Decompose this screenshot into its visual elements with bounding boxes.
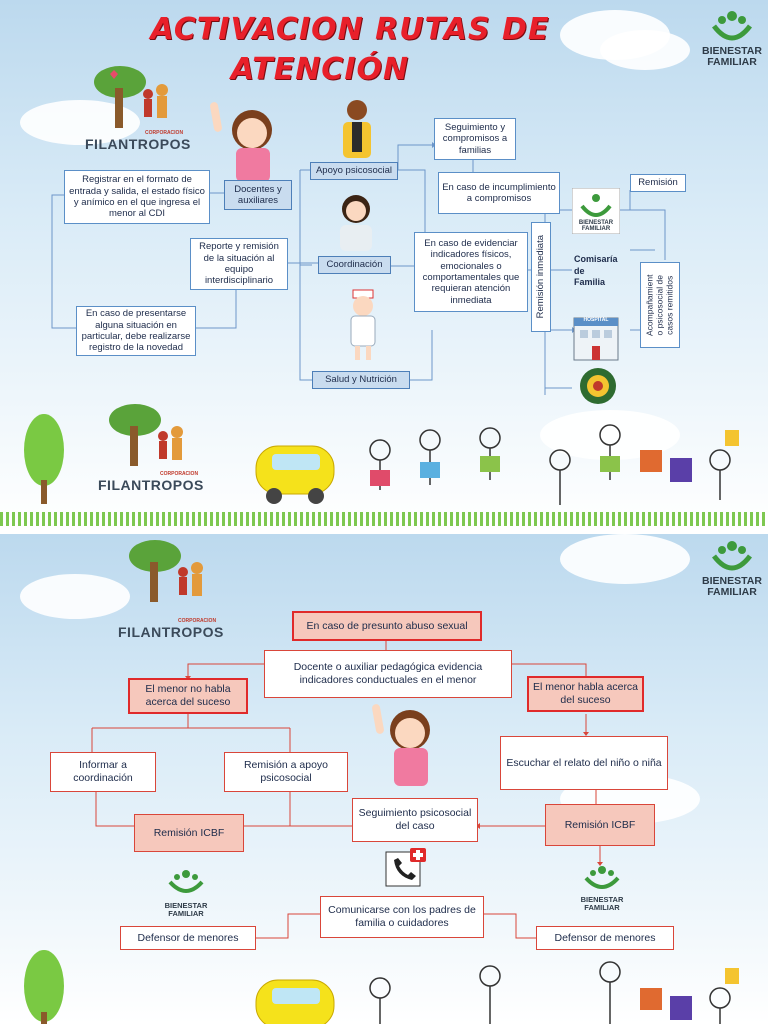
box-escuchar-relato: Escuchar el relato del niño o niña (500, 736, 668, 790)
box-remision-inmediata: Remisión inmediata (531, 222, 551, 332)
logo-subtitle: CORPORACION (145, 130, 184, 136)
icbf-logo-icon (572, 188, 620, 234)
box-defensor-right: Defensor de menores (536, 926, 674, 950)
box-remision: Remisión (630, 174, 686, 192)
slide-separator (0, 528, 768, 534)
box-incumplimiento: En caso de incumplimiento a compromisos (438, 172, 560, 214)
icbf-logo-icon (584, 866, 620, 889)
logo-name: FILANTROPOS (85, 136, 191, 152)
box-en-caso-presentarse: En caso de presentarse alguna situación … (76, 306, 196, 356)
box-presunto-abuso: En caso de presunto abuso sexual (292, 611, 482, 641)
box-seguimiento-compromisos: Seguimiento y compromisos a familias (434, 118, 516, 160)
filantropos-tree-logo-icon (109, 404, 183, 466)
hospital-building-icon (573, 317, 619, 361)
box-evidenciar-indicadores: En caso de evidenciar indicadores físico… (414, 232, 528, 312)
school-bus-icon (255, 445, 335, 504)
box-acompanamiento: Acompañamient o psicosocial de casos rem… (640, 262, 680, 348)
tree-decoration-icon (24, 950, 64, 1024)
logo-subtitle: CORPORACION (160, 471, 199, 477)
teacher-illustration-icon (210, 102, 272, 182)
kids-playing-illustration-icon (369, 961, 739, 1024)
slide-activacion-rutas: ACTIVACION RUTAS DE ATENCIÓN CORPORACION… (0, 0, 768, 528)
page-title-line1: ACTIVACION RUTAS DE (150, 12, 550, 47)
teacher-illustration-icon (372, 704, 430, 786)
kids-playing-illustration-icon (369, 424, 739, 505)
box-menor-no-habla: El menor no habla acerca del suceso (128, 678, 248, 714)
box-docente-evidencia: Docente o auxiliar pedagógica evidencia … (264, 650, 512, 698)
cloud-decoration (600, 30, 690, 70)
box-registrar-formato: Registrar en el formato de entrada y sal… (64, 170, 210, 224)
filantropos-tree-logo-icon (94, 66, 168, 128)
box-remision-icbf-left: Remisión ICBF (134, 814, 244, 852)
cloud-decoration (560, 534, 690, 584)
tree-decoration-icon (24, 414, 64, 504)
box-remision-icbf-right: Remisión ICBF (545, 804, 655, 846)
box-seguimiento-psicosocial: Seguimiento psicosocial del caso (352, 798, 478, 842)
logo-subtitle: CORPORACION (178, 618, 217, 624)
logo-name: FILANTROPOS (118, 624, 224, 640)
psychologist-illustration-icon (343, 100, 371, 158)
box-salud-nutricion: Salud y Nutrición (312, 371, 410, 389)
icbf-logo-icon (168, 870, 204, 893)
nurse-illustration-icon (350, 289, 376, 360)
cloud-decoration (20, 574, 130, 619)
box-remision-apoyo: Remisión a apoyo psicosocial (224, 752, 348, 792)
box-menor-habla: El menor habla acerca del suceso (527, 676, 644, 712)
box-reporte-remision: Reporte y remisión de la situación al eq… (190, 238, 288, 290)
phone-emergency-icon (385, 848, 426, 887)
logo-name: FILANTROPOS (98, 477, 204, 493)
box-docentes-auxiliares: Docentes y auxiliares (224, 180, 292, 210)
text-comisaria-familia: Comisaría de Familia (574, 254, 618, 288)
bienestar-familiar-logo-icon (712, 541, 752, 571)
box-comunicarse-padres: Comunicarse con los padres de familia o … (320, 896, 484, 938)
box-apoyo-psicosocial: Apoyo psicosocial (310, 162, 398, 180)
grass-decoration (0, 512, 768, 526)
school-bus-icon (255, 979, 335, 1024)
bienestar-familiar-logo-icon (712, 11, 752, 41)
box-informar-coordinacion: Informar a coordinación (50, 752, 156, 792)
filantropos-tree-logo-icon (129, 540, 203, 602)
coordinator-illustration-icon (340, 195, 372, 251)
page-title-line2: ATENCIÓN (230, 52, 410, 87)
box-defensor-left: Defensor de menores (120, 926, 256, 950)
hospital-label: HOSPITAL (583, 317, 609, 323)
police-badge-icon (580, 368, 616, 404)
box-coordinacion: Coordinación (318, 256, 391, 274)
